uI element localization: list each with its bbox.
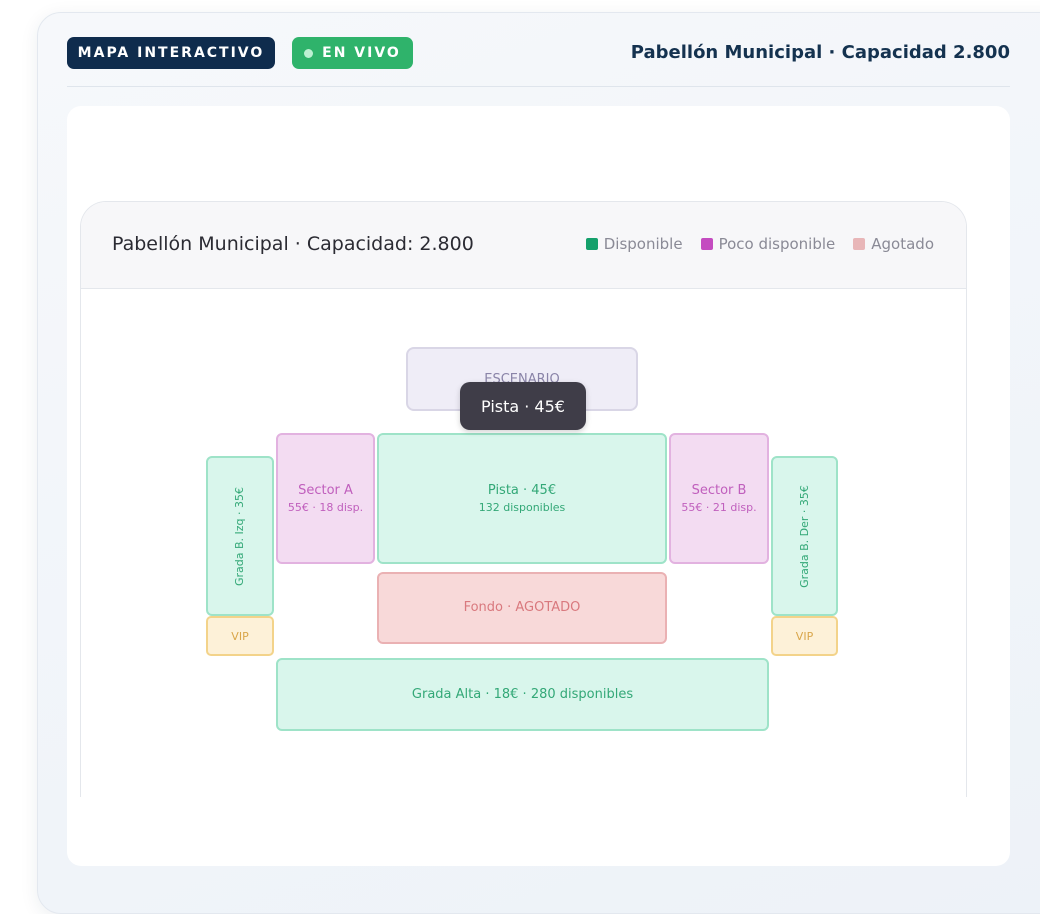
zone-sector-b[interactable]: Sector B 55€ · 21 disp. xyxy=(669,433,769,564)
zone-tooltip-label: Pista · 45€ xyxy=(481,396,565,416)
zone-pista-name: Pista · 45€ xyxy=(487,482,557,498)
legend-item-sold-out: Agotado xyxy=(853,235,934,253)
zone-sector-a-detail: 55€ · 18 disp. xyxy=(287,500,364,514)
legend-item-available: Disponible xyxy=(585,235,683,253)
map-header: Pabellón Municipal · Capacidad: 2.800 Di… xyxy=(81,202,966,289)
legend-swatch-available xyxy=(585,238,598,250)
zone-fondo-label: Fondo · AGOTADO xyxy=(463,600,581,615)
header-divider xyxy=(67,86,1010,87)
zone-grada-der-label: Grada B. Der · 35€ xyxy=(798,484,812,588)
live-dot-icon xyxy=(304,48,314,58)
zone-vip-right[interactable]: VIP xyxy=(771,616,838,656)
interactive-map-badge-label: MAPA INTERACTIVO xyxy=(77,45,265,61)
zone-grada-der[interactable]: Grada B. Der · 35€ xyxy=(771,456,838,616)
zone-pista[interactable]: Pista · 45€ 132 disponibles xyxy=(377,433,667,564)
zone-sector-b-detail: 55€ · 21 disp. xyxy=(681,500,757,514)
zone-grada-izq-label: Grada B. Izq · 35€ xyxy=(233,486,247,586)
zone-grada-alta-label: Grada Alta · 18€ · 280 disponibles xyxy=(411,686,634,702)
zone-sector-a-name: Sector A xyxy=(298,482,353,498)
legend-item-limited: Poco disponible xyxy=(700,235,836,253)
venue-header-title: Pabellón Municipal · Capacidad 2.800 xyxy=(630,42,1010,63)
zone-sector-b-name: Sector B xyxy=(691,482,747,498)
map-title: Pabellón Municipal · Capacidad: 2.800 xyxy=(112,233,474,255)
live-badge: EN VIVO xyxy=(292,37,413,69)
zone-sector-a[interactable]: Sector A 55€ · 18 disp. xyxy=(276,433,375,564)
zone-vip-left[interactable]: VIP xyxy=(206,616,274,656)
legend-swatch-limited xyxy=(700,238,713,250)
zone-grada-izq[interactable]: Grada B. Izq · 35€ xyxy=(206,456,274,616)
zone-vip-right-label: VIP xyxy=(795,629,814,643)
zone-stage: ESCENARIO xyxy=(406,347,638,411)
zone-pista-detail: 132 disponibles xyxy=(478,500,566,514)
zone-tooltip: Pista · 45€ xyxy=(460,382,586,430)
legend-label-limited: Poco disponible xyxy=(718,235,836,253)
map-legend: Disponible Poco disponible Agotado xyxy=(568,235,934,253)
legend-label-sold-out: Agotado xyxy=(871,235,934,253)
live-badge-label: EN VIVO xyxy=(322,45,401,61)
zone-fondo[interactable]: Fondo · AGOTADO xyxy=(377,572,667,644)
interactive-map-badge: MAPA INTERACTIVO xyxy=(67,37,275,69)
legend-swatch-sold-out xyxy=(853,238,866,250)
legend-label-available: Disponible xyxy=(603,235,683,253)
zone-vip-left-label: VIP xyxy=(231,629,249,643)
zone-grada-alta[interactable]: Grada Alta · 18€ · 280 disponibles xyxy=(276,658,769,731)
